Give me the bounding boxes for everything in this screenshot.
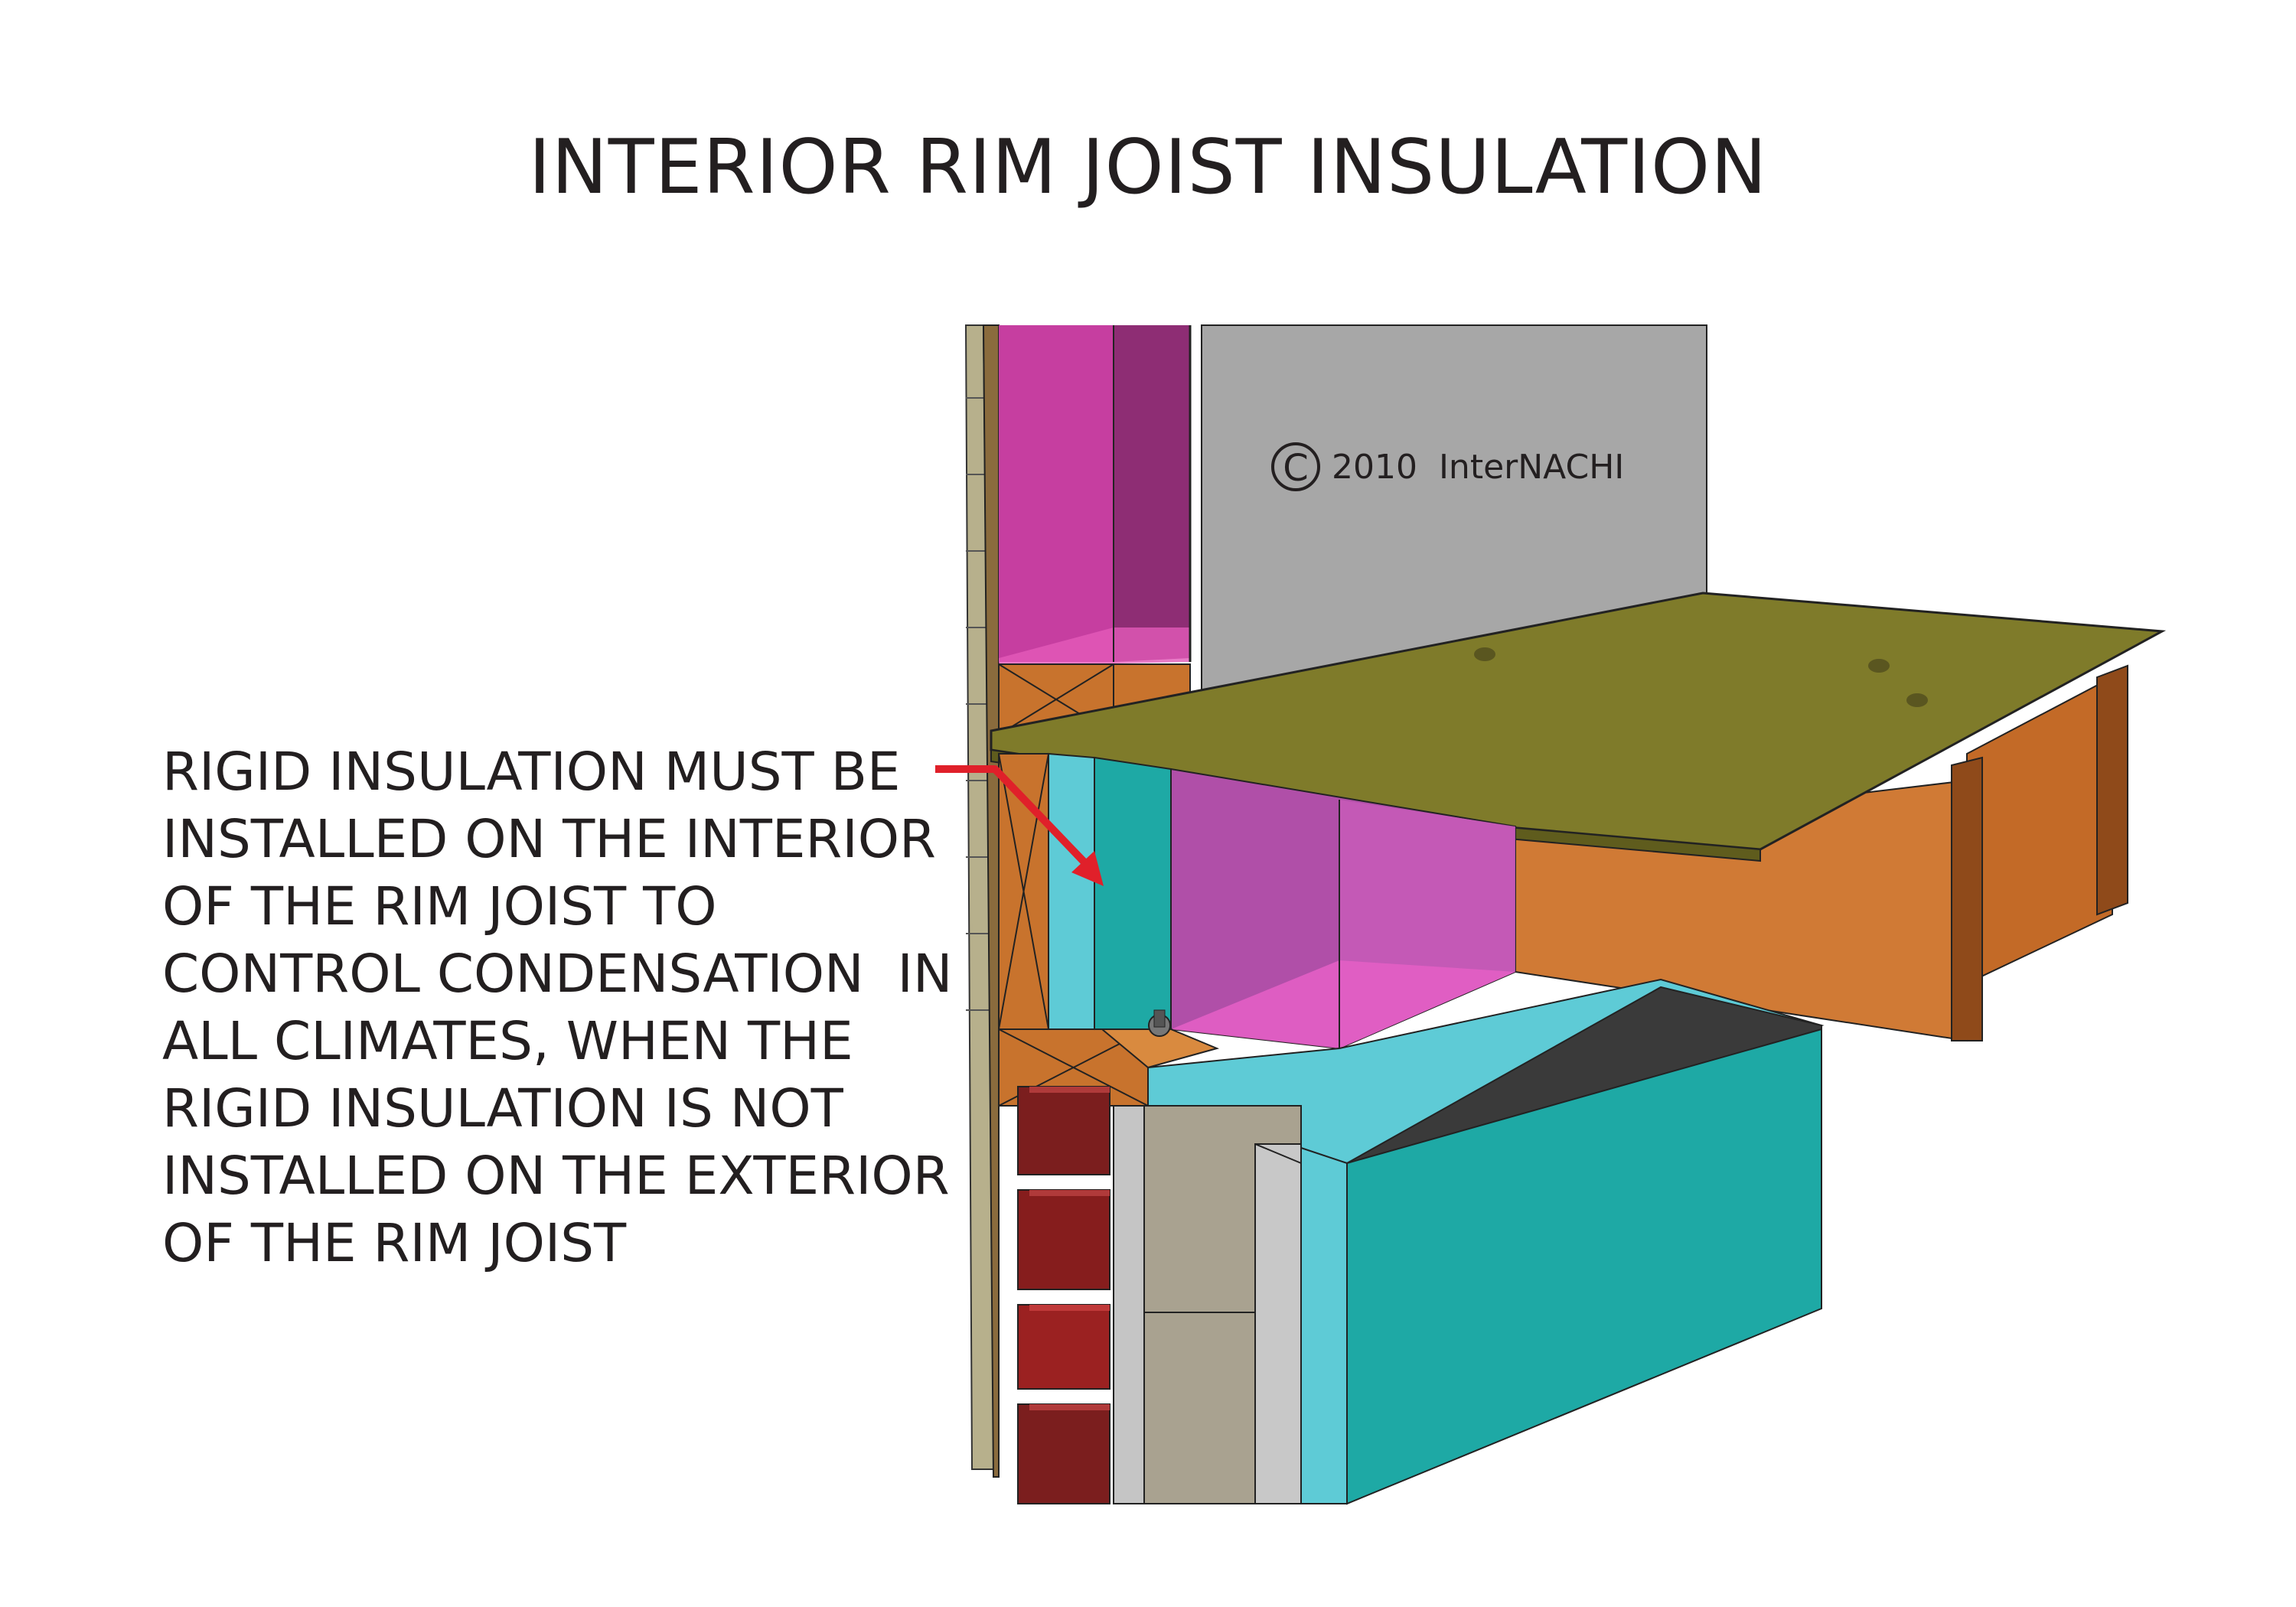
concrete-block-wall [1113, 1105, 1302, 1504]
copyright-mark: C 2010 InterNACHI [1271, 442, 1624, 491]
callout-line: INSTALLED ON THE INTERIOR [162, 809, 936, 870]
callout-line: OF THE RIM JOIST TO [162, 876, 717, 937]
joist-bay-batt-insulation [1170, 768, 1516, 1050]
callout-line: ALL CLIMATES, WHEN THE [162, 1011, 853, 1072]
callout-line: OF THE RIM JOIST [162, 1213, 627, 1274]
callout-line: RIGID INSULATION IS NOT [162, 1078, 843, 1139]
wall-batt-insulation [999, 325, 1192, 666]
wall-sheathing [982, 324, 1000, 1478]
callout-line: CONTROL CONDENSATION IN [162, 944, 953, 1005]
brick-veneer [1017, 1086, 1110, 1504]
callout-arrow [935, 765, 1104, 886]
foundation-insulation-side [1300, 1146, 1348, 1504]
callout-text: RIGID INSULATION MUST BE INSTALLED ON TH… [162, 738, 1042, 1277]
callout-line: INSTALLED ON THE EXTERIOR [162, 1146, 950, 1207]
copyright-text: 2010 InterNACHI [1332, 448, 1624, 487]
page-title: INTERIOR RIM JOIST INSULATION [528, 124, 1768, 211]
rim-rigid-insulation [1048, 752, 1172, 1030]
copyright-symbol: C [1283, 447, 1309, 490]
callout-line: RIGID INSULATION MUST BE [162, 742, 901, 803]
